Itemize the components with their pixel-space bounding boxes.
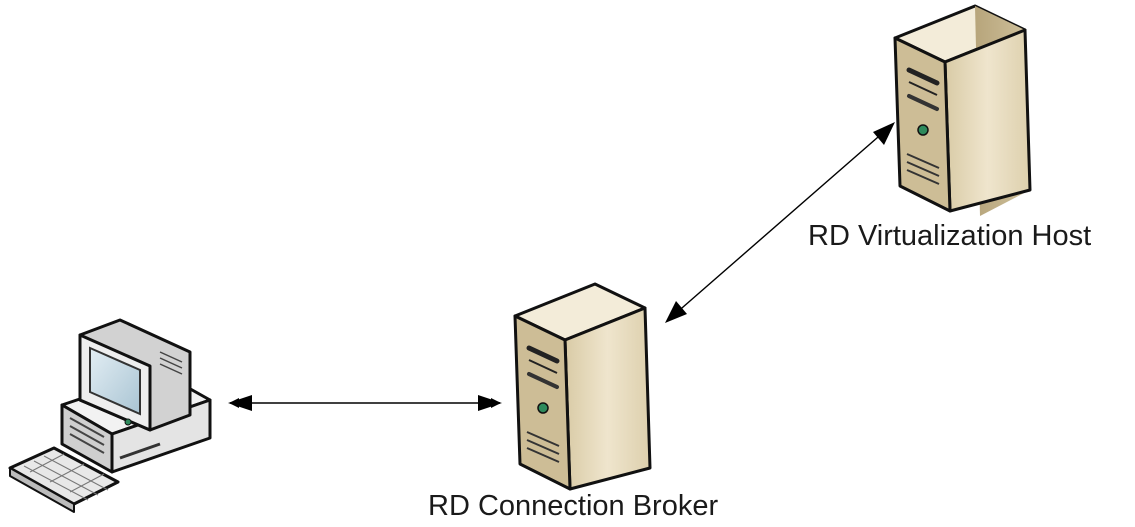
arrowhead-broker — [665, 301, 687, 323]
broker-label: RD Connection Broker — [428, 490, 719, 522]
arrowhead-right — [478, 395, 502, 411]
connector-broker-host — [666, 123, 894, 322]
arrowhead-host — [873, 122, 895, 145]
desktop-computer-icon — [8, 318, 212, 513]
arrowhead-left — [228, 395, 252, 411]
host-label: RD Virtualization Host — [808, 220, 1092, 252]
server-tower-icon — [513, 282, 652, 491]
server-tower-icon — [893, 4, 1032, 216]
